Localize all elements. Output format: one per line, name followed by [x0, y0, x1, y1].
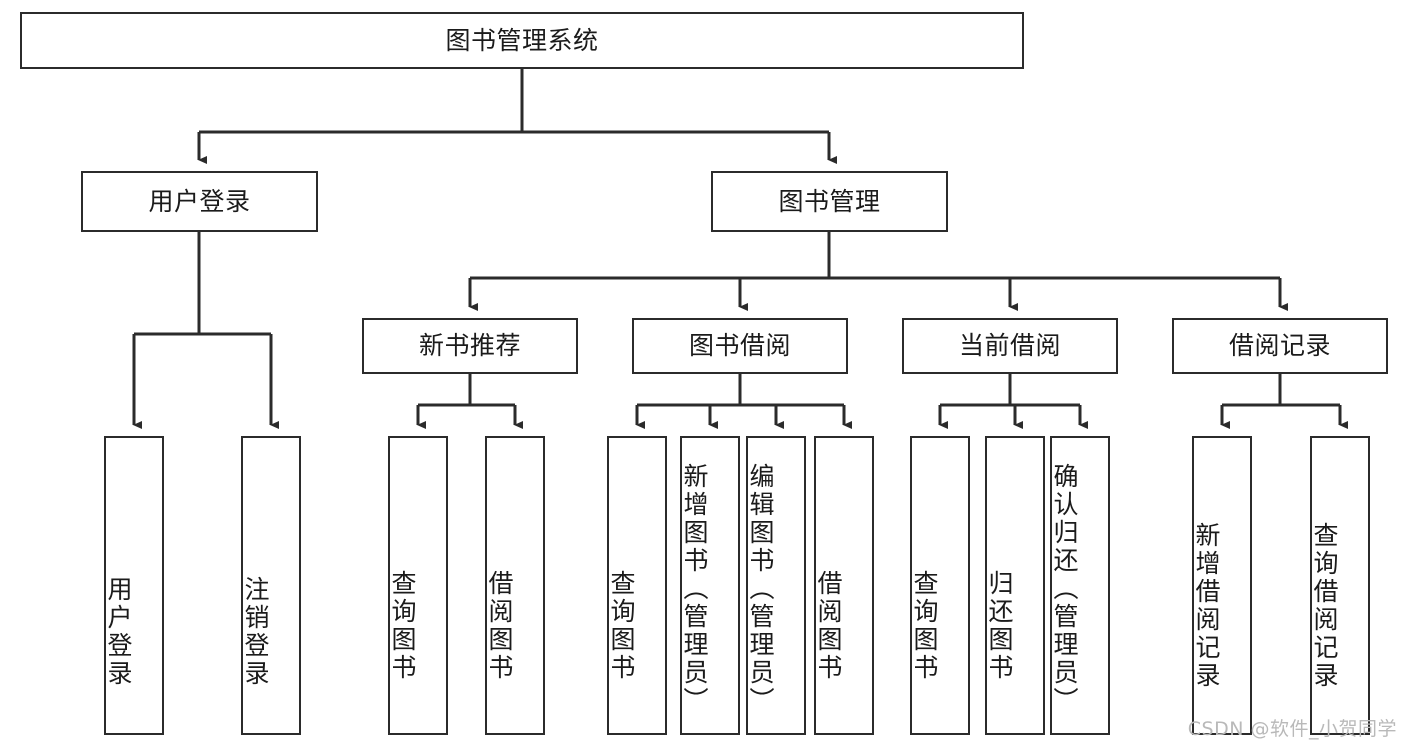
- node-leaf-query-book-3[interactable]: 查询图书: [910, 436, 970, 735]
- node-leaf-user-login[interactable]: 用户登录: [104, 436, 164, 735]
- node-leaf-confirm-return-admin[interactable]: 确认归还（管理员）: [1050, 436, 1110, 735]
- node-root[interactable]: 图书管理系统: [20, 12, 1024, 69]
- node-leaf-logout[interactable]: 注销登录: [241, 436, 301, 735]
- node-borrow-record[interactable]: 借阅记录: [1172, 318, 1388, 374]
- node-leaf-add-borrow-record-label: 新增借阅记录: [1192, 521, 1221, 690]
- node-leaf-return-book[interactable]: 归还图书: [985, 436, 1045, 735]
- node-leaf-query-book-1[interactable]: 查询图书: [388, 436, 448, 735]
- node-current-borrow-label: 当前借阅: [958, 331, 1061, 361]
- node-leaf-query-borrow-record-label: 查询借阅记录: [1310, 521, 1339, 690]
- node-book-borrow-label: 图书借阅: [688, 331, 791, 361]
- node-leaf-query-book-3-label: 查询图书: [910, 569, 939, 682]
- node-leaf-query-borrow-record[interactable]: 查询借阅记录: [1310, 436, 1370, 735]
- node-leaf-borrow-book-2[interactable]: 借阅图书: [814, 436, 874, 735]
- node-new-book-recommend-label: 新书推荐: [418, 331, 521, 361]
- node-leaf-add-book-admin[interactable]: 新增图书（管理员）: [680, 436, 740, 735]
- node-borrow-record-label: 借阅记录: [1228, 331, 1331, 361]
- node-leaf-return-book-label: 归还图书: [985, 569, 1014, 682]
- node-root-label: 图书管理系统: [445, 25, 599, 55]
- node-new-book-recommend[interactable]: 新书推荐: [362, 318, 578, 374]
- node-book-management-label: 图书管理: [778, 186, 881, 216]
- node-leaf-borrow-book-1[interactable]: 借阅图书: [485, 436, 545, 735]
- node-leaf-borrow-book-2-label: 借阅图书: [814, 569, 843, 682]
- node-leaf-edit-book-admin[interactable]: 编辑图书（管理员）: [746, 436, 806, 735]
- node-leaf-add-borrow-record[interactable]: 新增借阅记录: [1192, 436, 1252, 735]
- node-current-borrow[interactable]: 当前借阅: [902, 318, 1118, 374]
- node-user-login[interactable]: 用户登录: [81, 171, 318, 232]
- node-leaf-query-book-1-label: 查询图书: [388, 569, 417, 682]
- node-book-borrow[interactable]: 图书借阅: [632, 318, 848, 374]
- node-leaf-borrow-book-1-label: 借阅图书: [485, 569, 514, 682]
- node-leaf-edit-book-admin-label: 编辑图书（管理员）: [746, 462, 775, 715]
- node-leaf-query-book-2[interactable]: 查询图书: [607, 436, 667, 735]
- node-leaf-query-book-2-label: 查询图书: [607, 569, 636, 682]
- node-leaf-add-book-admin-label: 新增图书（管理员）: [680, 462, 709, 715]
- node-leaf-confirm-return-admin-label: 确认归还（管理员）: [1050, 462, 1079, 715]
- node-leaf-user-login-label: 用户登录: [104, 575, 133, 688]
- node-book-management[interactable]: 图书管理: [711, 171, 948, 232]
- node-leaf-logout-label: 注销登录: [241, 575, 270, 688]
- node-user-login-label: 用户登录: [148, 186, 251, 216]
